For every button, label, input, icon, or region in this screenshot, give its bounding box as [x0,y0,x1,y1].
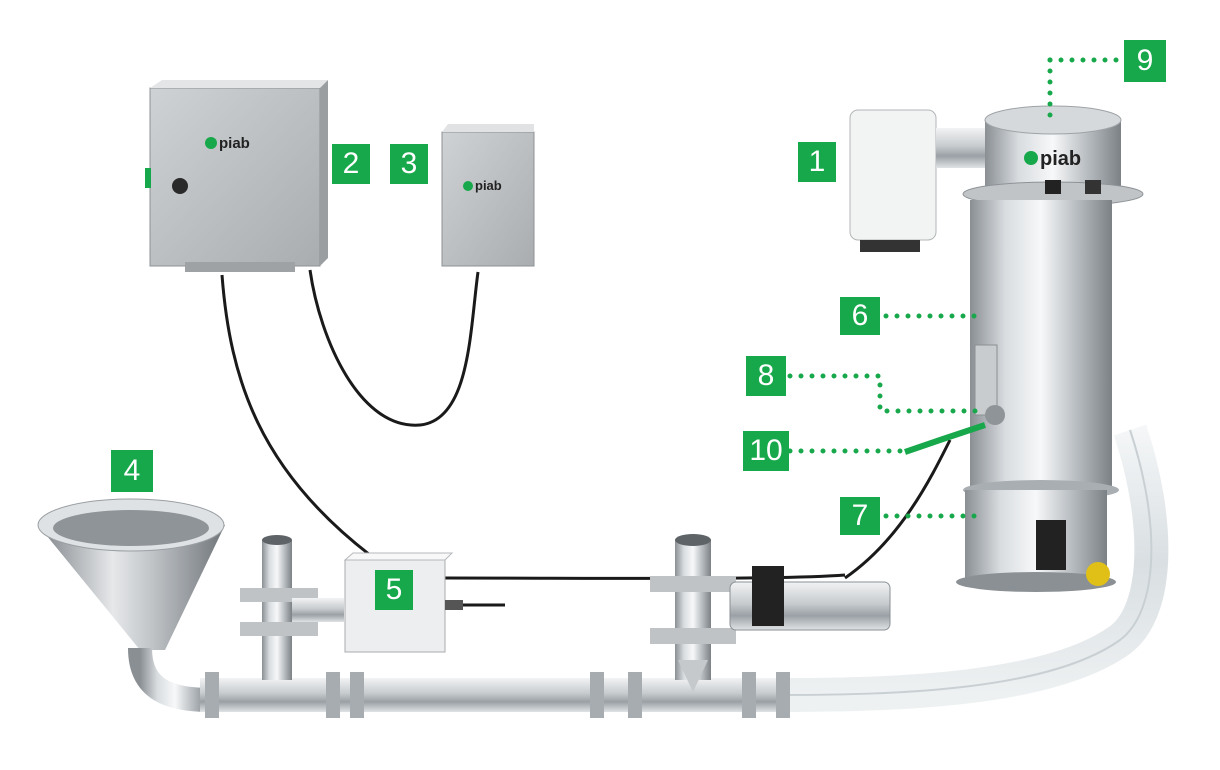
svg-text:piab: piab [219,135,250,152]
sensor-module [343,552,505,653]
control-cabinet: piab [145,80,328,272]
callout-7: 7 [840,497,880,535]
callout-1: 1 [798,142,836,182]
callout-3: 3 [390,144,428,184]
piab-logo: piab [1024,148,1081,170]
callout-4: 4 [111,450,153,492]
callout-2: 2 [332,144,370,184]
callout-8: 8 [746,356,786,396]
piab-logo: piab [463,178,502,193]
conveying-line [200,424,1169,718]
callout-5: 5 [375,570,413,610]
svg-text:piab: piab [475,178,502,193]
control-unit-box: piab [441,124,535,267]
discharge-valve [650,534,891,692]
callout-6: 6 [840,297,880,335]
leader-lines [787,57,1123,519]
vacuum-receiver: piab [904,105,1144,592]
svg-text:piab: piab [1040,148,1081,170]
callout-9: 9 [1124,40,1166,82]
piab-logo: piab [205,135,250,152]
callout-10: 10 [743,431,789,471]
vacuum-pump-motor [849,109,986,252]
sampling-valve [240,535,344,680]
feed-hopper [37,498,225,712]
